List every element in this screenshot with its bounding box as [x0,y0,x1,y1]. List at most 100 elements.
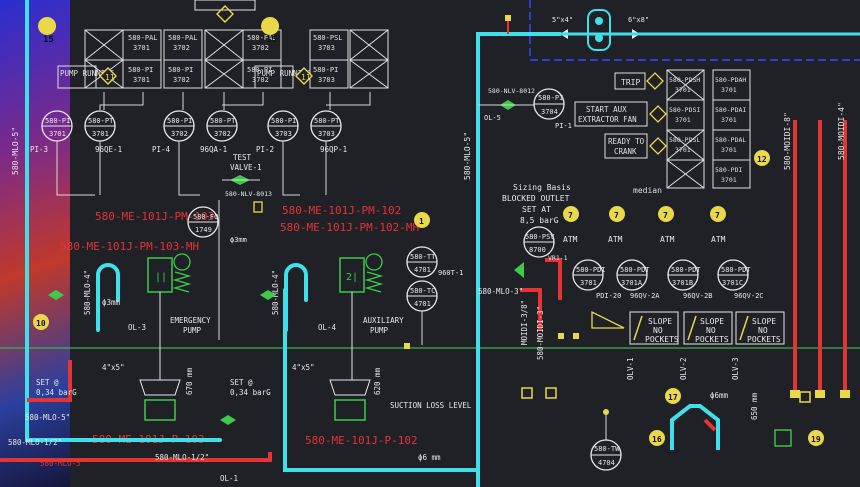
drain-symbols [521,387,811,403]
blue-dashed-boundary [529,0,860,61]
pt-3703: 580-PT 3703 [310,110,342,142]
svg-text:0,34 barG: 0,34 barG [36,388,77,397]
pt-3702: 580-PT 3702 [206,110,238,142]
svg-text:580-PDI: 580-PDI [715,166,742,174]
top-control-valve: 5"x4" 6"x8" [505,9,860,51]
pi-3702: 580-PI 3702 [163,110,195,142]
tt-tc-4701: 1 580-TT 4701 960T-1 580-TC 4701 [406,212,463,345]
svg-text:7: 7 [663,211,668,220]
svg-text:OLV-3: OLV-3 [731,357,740,380]
svg-text:3703: 3703 [318,76,335,84]
svg-text:580-NLV-8013: 580-NLV-8013 [225,190,272,198]
svg-text:PDI-20: PDI-20 [596,292,621,300]
svg-text:PUMP: PUMP [183,326,202,335]
svg-text:0,34 barG: 0,34 barG [230,388,271,397]
svg-text:3701: 3701 [675,116,691,124]
svg-text:3701: 3701 [49,130,66,138]
svg-text:580-PT: 580-PT [210,117,236,125]
auxiliary-pump: 2| AUXILIARY PUMP [329,253,404,421]
svg-text:580-PI: 580-PI [168,66,193,74]
svg-text:3701C: 3701C [722,279,743,287]
svg-text:TEST: TEST [233,153,252,162]
svg-text:3701: 3701 [721,116,737,124]
svg-text:POCKETS: POCKETS [695,335,729,344]
svg-text:580-MLO-5": 580-MLO-5" [25,413,70,422]
svg-text:580-MOIDI-4": 580-MOIDI-4" [837,102,846,160]
svg-text:READY TO: READY TO [608,137,645,146]
svg-text:SLOPE: SLOPE [700,317,724,326]
svg-text:PUMP RUNNING: PUMP RUNNING [60,69,115,78]
svg-text:ϕ3mm: ϕ3mm [102,298,121,307]
svg-text:4"x5": 4"x5" [292,363,315,372]
svg-text:OL-4: OL-4 [318,323,337,332]
svg-text:3704: 3704 [541,108,558,116]
svg-text:ϕ6mm: ϕ6mm [710,391,729,400]
svg-text:96QV-2C: 96QV-2C [734,292,764,300]
svg-text:580-MLO-1/2": 580-MLO-1/2" [155,453,209,462]
median-label: median [633,186,662,195]
svg-text:580-ME-101J-PM-102: 580-ME-101J-PM-102 [282,204,401,217]
svg-text:SET @: SET @ [230,378,253,387]
ready-crank-box: READY TO CRANK [604,133,667,159]
svg-text:3701: 3701 [675,146,691,154]
svg-text:17: 17 [668,393,678,402]
svg-text:580-PI: 580-PI [271,117,296,125]
svg-text:650 mm: 650 mm [750,392,759,420]
svg-text:6"x8": 6"x8" [628,16,649,24]
svg-text:580-PDSL: 580-PDSL [669,136,700,144]
svg-text:580-PT: 580-PT [314,117,340,125]
svg-text:3702: 3702 [252,44,269,52]
pi-3703: 580-PI 3703 [267,110,299,142]
pdi-pdt-row: 580-PDI 3701 PDI-20 580-PDT 3701A 96QV-2… [572,259,764,300]
svg-text:PUMP RUNNING: PUMP RUNNING [257,69,312,78]
svg-text:VR1-1: VR1-1 [548,254,568,262]
pump-running-b: PUMP RUNNING 11 [254,65,313,89]
svg-text:||: || [155,272,167,283]
svg-text:580-MOIDI-3": 580-MOIDI-3" [536,306,545,360]
signal-lines-top [56,92,371,196]
svg-text:EXTRACTOR FAN: EXTRACTOR FAN [578,115,637,124]
svg-text:3703: 3703 [275,130,292,138]
svg-text:580-PSV: 580-PSV [525,233,555,241]
svg-text:3702: 3702 [173,76,190,84]
instrument-panels-right [666,69,751,189]
svg-text:15: 15 [266,35,277,45]
svg-text:CRANK: CRANK [614,147,637,156]
svg-text:3701: 3701 [721,146,737,154]
svg-text:3703: 3703 [318,130,335,138]
svg-text:4"x5": 4"x5" [102,363,125,372]
svg-text:MOIDI-3/8": MOIDI-3/8" [520,300,529,345]
svg-text:4701: 4701 [414,300,431,308]
svg-text:580-PI: 580-PI [45,117,70,125]
svg-text:PI-3: PI-3 [30,145,48,154]
svg-text:16: 16 [652,435,662,444]
svg-text:3701: 3701 [721,176,737,184]
svg-text:NO: NO [758,326,768,335]
svg-text:ATM: ATM [563,235,578,244]
svg-text:SLOPE: SLOPE [648,317,672,326]
svg-text:19: 19 [811,435,821,444]
svg-text:NO: NO [653,326,663,335]
svg-text:NO: NO [706,326,716,335]
svg-text:1: 1 [419,217,424,226]
svg-text:3701: 3701 [675,86,691,94]
svg-text:ϕ3mm: ϕ3mm [230,236,247,244]
svg-text:3703: 3703 [318,44,335,52]
svg-text:PUMP: PUMP [370,326,389,335]
svg-text:580-TW: 580-TW [594,445,620,453]
svg-text:96QV-2B: 96QV-2B [683,292,713,300]
svg-text:1749: 1749 [195,226,212,234]
small-valves [48,290,276,425]
mlo3-label: 580-MLO-3" [478,287,523,296]
svg-text:SET @: SET @ [36,378,59,387]
svg-text:960T-1: 960T-1 [438,269,463,277]
svg-text:11: 11 [301,73,311,82]
pi-3701: 580-PI 3701 [41,110,73,142]
svg-text:620 mm: 620 mm [373,367,382,395]
test-valve: TEST VALVE-1 580-NLV-8013 [222,153,272,213]
svg-text:96QV-2A: 96QV-2A [630,292,660,300]
svg-text:8,5 barG: 8,5 barG [520,216,559,225]
svg-text:8700: 8700 [529,246,546,254]
start-aux-box: START AUX EXTRACTOR FAN [574,101,667,127]
